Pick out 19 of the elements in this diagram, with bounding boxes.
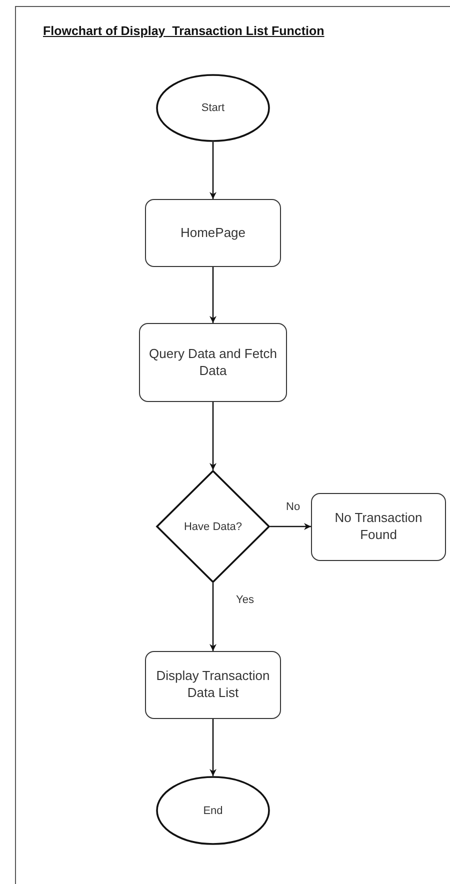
arrow [210, 719, 216, 776]
process-box: HomePage [145, 199, 281, 267]
edge-label: No [285, 501, 302, 513]
arrow [210, 583, 216, 651]
edge-label: Yes [235, 594, 255, 606]
terminal-ellipse [156, 74, 270, 142]
node-label: Have Data? [184, 520, 242, 532]
decision-diamond [156, 470, 270, 583]
process-box: Query Data and Fetch Data [139, 323, 287, 402]
arrow [210, 142, 216, 199]
process-box: No Transaction Found [311, 493, 446, 561]
diagram-title: Flowchart of Display Transaction List Function [43, 24, 324, 38]
terminal-ellipse [156, 776, 270, 845]
node-label: Start [201, 102, 225, 114]
arrow [270, 523, 311, 530]
arrow [210, 267, 216, 323]
process-box: Display Transaction Data List [145, 651, 281, 719]
node-label: End [203, 804, 223, 816]
arrow [210, 402, 216, 470]
